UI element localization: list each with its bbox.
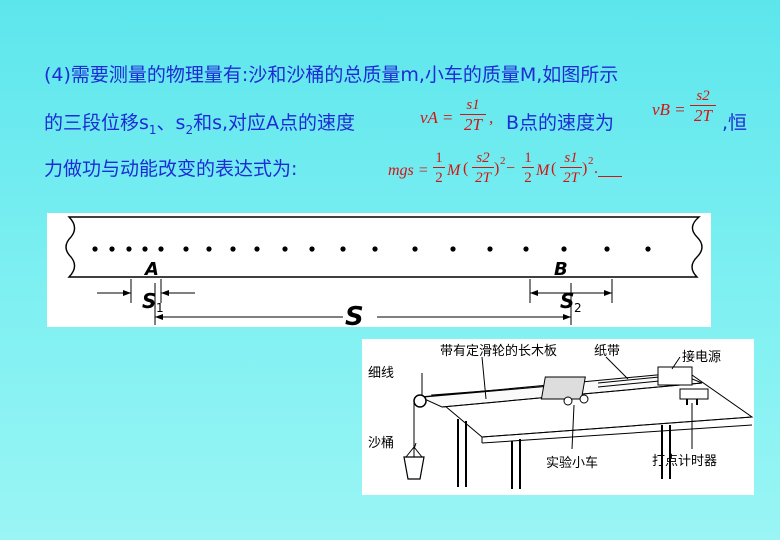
mass-M-1: M — [447, 162, 461, 179]
square-1: 2 — [500, 155, 506, 167]
mass-M-2: M — [536, 162, 550, 179]
ticker-tape-diagram: A B S 1 S 2 S — [47, 213, 711, 332]
period: . — [594, 160, 598, 177]
vB-fraction: s2 2T — [690, 88, 716, 125]
problem-line-2-b: B点的速度为 — [506, 112, 615, 134]
bucket-label: 沙桶 — [368, 436, 394, 451]
point-A-label: A — [143, 259, 159, 280]
s1-label: S — [142, 289, 156, 313]
sand-bucket-icon — [403, 456, 425, 480]
problem-line-2-c: ,恒 — [722, 112, 748, 134]
square-2: 2 — [588, 155, 594, 167]
s2-subscript: 2 — [574, 301, 582, 315]
power-label: 接电源 — [682, 349, 721, 365]
vA-lhs: vA = — [420, 108, 454, 127]
minus-sign: − — [506, 160, 516, 177]
vA-fraction: s1 2T — [460, 97, 486, 134]
cart-label: 实验小车 — [546, 455, 598, 471]
cart-body — [540, 376, 586, 400]
ticker-tape-svg: A B S 1 S 2 S — [65, 216, 703, 332]
tape-label: 纸带 — [594, 344, 620, 359]
problem-line-3: 力做功与动能改变的表达式为: — [44, 158, 298, 180]
apparatus-diagram: 带有定滑轮的长木板 纸带 接电源 细线 沙桶 实验小车 打点计时器 — [362, 339, 754, 495]
tape-dots — [92, 246, 651, 252]
board-label: 带有定滑轮的长木板 — [440, 343, 557, 359]
problem-line-1: (4)需要测量的物理量有:沙和沙桶的总质量m,小车的质量M,如图所示 — [44, 64, 619, 86]
vB-lhs: vB = — [652, 100, 686, 119]
half-1: 1 2 — [433, 150, 445, 187]
vA-tail: , — [489, 108, 494, 127]
apparatus-svg: 带有定滑轮的长木板 纸带 接电源 细线 沙桶 实验小车 打点计时器 — [368, 343, 754, 489]
paper-tape — [65, 216, 703, 278]
problem-line-2: 的三段位移s1、s2和s,对应A点的速度 — [44, 112, 356, 137]
energy-lhs: mgs = — [388, 162, 429, 179]
big-s-label: S — [345, 302, 364, 327]
s2-fraction: s2 2T — [472, 150, 494, 187]
s2-label: S — [560, 289, 574, 313]
half-2: 1 2 — [522, 150, 534, 187]
point-B-label: B — [554, 259, 568, 280]
timer-icon — [657, 366, 693, 386]
s1-fraction: s1 2T — [560, 150, 582, 187]
timer-label: 打点计时器 — [652, 454, 717, 469]
s1-subscript: 1 — [156, 301, 164, 315]
string-label: 细线 — [368, 366, 394, 381]
